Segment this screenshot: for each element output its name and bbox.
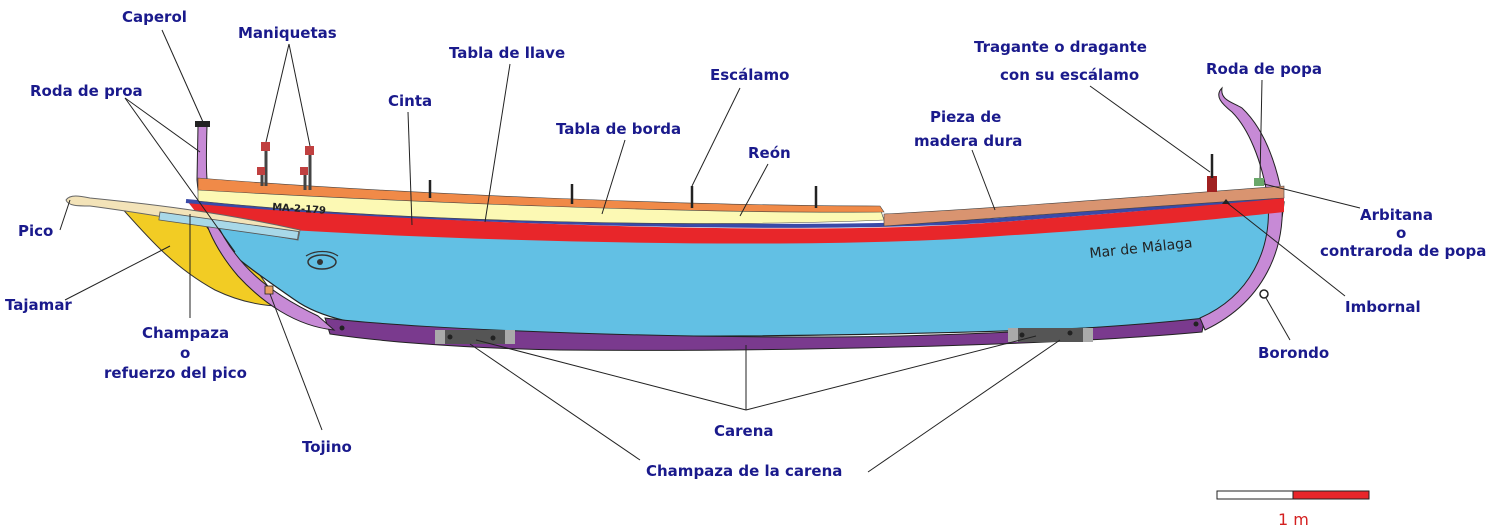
label-borondo: Borondo [1258,344,1330,362]
label-tojino: Tojino [302,438,352,456]
label-roda-de-popa: Roda de popa [1206,60,1322,78]
label-arbitana-line1: Arbitana [1360,206,1433,224]
label-escalamo: Escálamo [710,66,790,84]
orange-band [197,177,885,213]
label-arbitana-line2: o [1396,224,1407,242]
pieza-madera-dura-band [883,185,1285,227]
label-pico: Pico [18,222,54,240]
label-tajamar: Tajamar [5,296,72,314]
roda-de-popa-shape [1199,86,1283,331]
red-band [188,196,1284,244]
label-champaza-pico-line3: refuerzo del pico [104,364,247,382]
label-roda-de-proa: Roda de proa [30,82,143,100]
scale-bar-white [1216,490,1294,500]
label-champaza-pico-line1: Champaza [142,324,230,342]
label-caperol: Caperol [122,8,187,26]
label-tragante-line2: con su escálamo [1000,66,1140,84]
keel-shape [324,317,1206,351]
label-reon: Reón [748,144,791,162]
carena-plate-fore [435,330,515,344]
label-champaza-carena: Champaza de la carena [646,462,843,480]
label-maniquetas: Maniquetas [238,24,337,42]
label-cinta: Cinta [388,92,433,110]
label-tabla-de-borda: Tabla de borda [556,120,682,138]
leader-lines [59,29,1361,473]
label-tabla-de-llave: Tabla de llave [449,44,566,62]
registration-text: MA-2-179 [272,202,327,217]
label-arbitana-line3: contraroda de popa [1320,242,1487,260]
label-carena: Carena [714,422,774,440]
scale-label: 1 m [1278,510,1309,529]
label-champaza-pico-line2: o [180,344,191,362]
label-pieza-line2: madera dura [914,132,1023,150]
scale-bar-red [1292,490,1370,500]
label-imbornal: Imbornal [1345,298,1421,316]
label-pieza-line1: Pieza de [930,108,1002,126]
eye-emblem [307,254,337,270]
label-tragante-line1: Tragante o dragante [974,38,1147,56]
champaza-pico [158,211,300,240]
